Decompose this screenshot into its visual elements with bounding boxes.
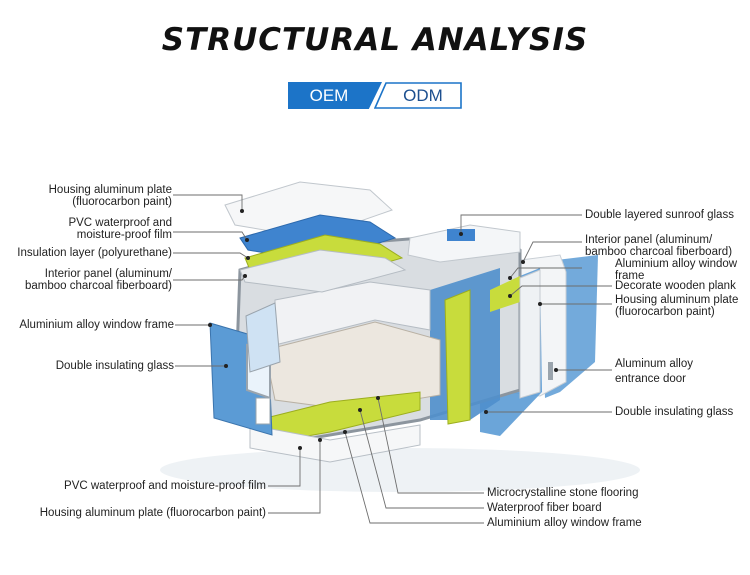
label-insulation: Insulation layer (polyurethane) [17,247,172,259]
label-fiber-board: Waterproof fiber board [487,502,602,514]
label-sunroof: Double layered sunroof glass [585,209,734,221]
label-window-frame-bottom: Aluminium alloy window frame [487,517,642,529]
label-glass-left: Double insulating glass [56,360,174,372]
left-window-awning [246,303,280,372]
entrance-door-handle [548,362,553,380]
label-window-frame-left: Aluminium alloy window frame [19,319,174,331]
label-interior-right: Interior panel (aluminum/bamboo charcoal… [585,234,732,258]
right-insulation-strip [445,290,470,424]
label-glass-right: Double insulating glass [615,406,733,418]
label-wood-plank: Decorate wooden plank [615,280,736,292]
label-housing-bottom: Housing aluminum plate (fluorocarbon pai… [40,507,266,519]
leader-interior-left [173,276,245,280]
leader-insulation [173,253,248,258]
label-interior-left: Interior panel (aluminum/bamboo charcoal… [25,268,172,292]
right-housing-panel [520,270,540,398]
label-housing-top: Housing aluminum plate(fluorocarbon pain… [49,184,172,208]
left-window-pane [256,398,270,424]
label-housing-right: Housing aluminum plate(fluorocarbon pain… [615,294,738,318]
label-pvc-bottom: PVC waterproof and moisture-proof film [64,480,266,492]
leader-pvc-top [173,232,247,240]
label-stone-floor: Microcrystalline stone flooring [487,487,638,499]
